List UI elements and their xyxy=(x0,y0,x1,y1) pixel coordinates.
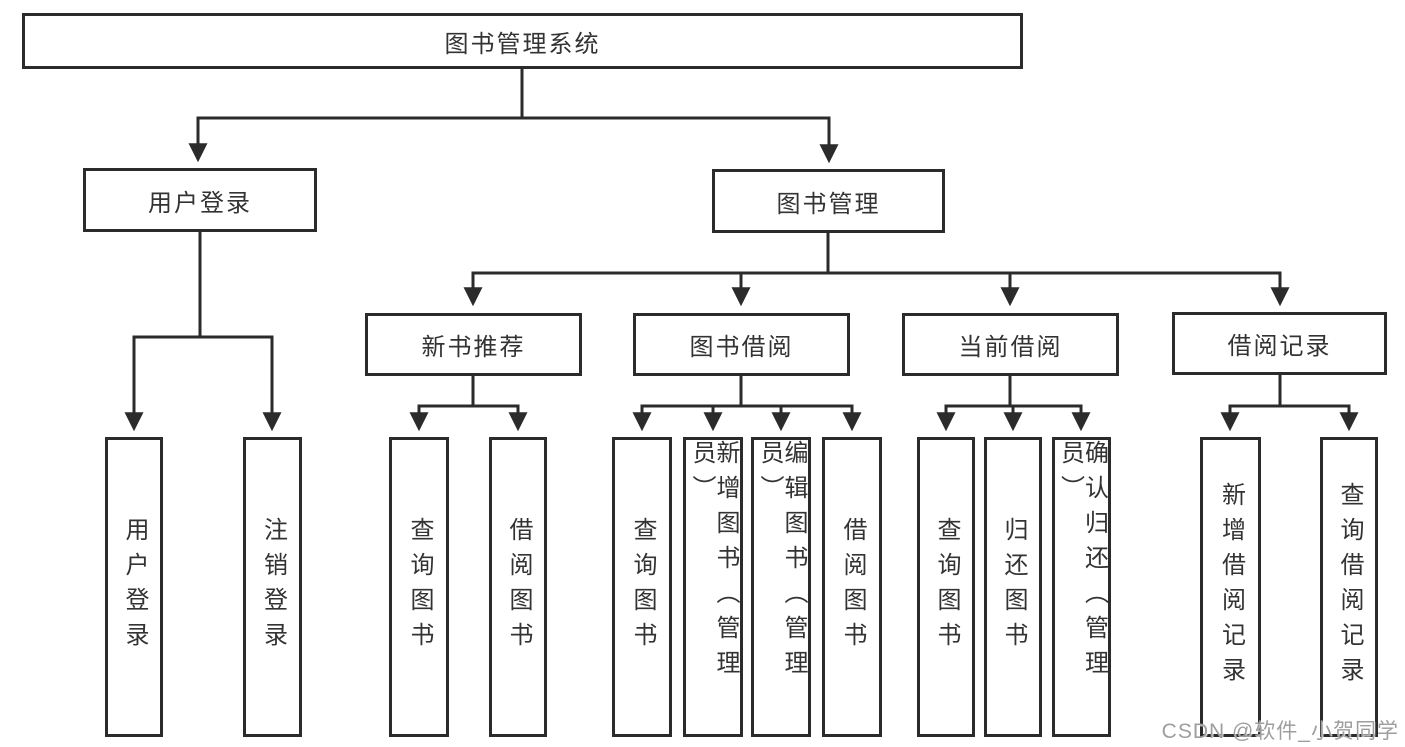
connector-rails xyxy=(132,67,1351,408)
leaf-user-login: 用户登录 xyxy=(105,437,163,737)
node-current-borrowing: 当前借阅 xyxy=(902,313,1119,376)
leaf-add-books-admin: 新增图书（管理员） xyxy=(683,437,743,737)
csdn-watermark: CSDN @软件_小贺同学 xyxy=(1161,720,1399,743)
leaf-query-books-borrow: 查询图书 xyxy=(612,437,672,737)
node-user-login: 用户登录 xyxy=(83,168,317,232)
leaf-add-borrow-record: 新增借阅记录 xyxy=(1200,437,1261,737)
leaf-query-books-recommend: 查询图书 xyxy=(389,437,449,737)
node-book-borrowing: 图书借阅 xyxy=(633,313,850,376)
leaf-borrow-books-recommend: 借阅图书 xyxy=(489,437,547,737)
leaf-logout: 注销登录 xyxy=(243,437,302,737)
node-library-management-system: 图书管理系统 xyxy=(22,13,1023,69)
leaf-query-borrow-record: 查询借阅记录 xyxy=(1320,437,1378,737)
connector-arrows xyxy=(124,118,1359,432)
leaf-edit-books-admin: 编辑图书（管理员） xyxy=(751,437,811,737)
node-book-management: 图书管理 xyxy=(712,169,945,233)
leaf-return-books: 归还图书 xyxy=(984,437,1042,737)
leaf-borrow-books: 借阅图书 xyxy=(822,437,882,737)
node-borrowing-records: 借阅记录 xyxy=(1172,312,1387,375)
leaf-query-books-current: 查询图书 xyxy=(917,437,975,737)
node-new-book-recommendation: 新书推荐 xyxy=(365,313,582,376)
leaf-confirm-return-admin: 确认归还（管理员） xyxy=(1052,437,1111,737)
